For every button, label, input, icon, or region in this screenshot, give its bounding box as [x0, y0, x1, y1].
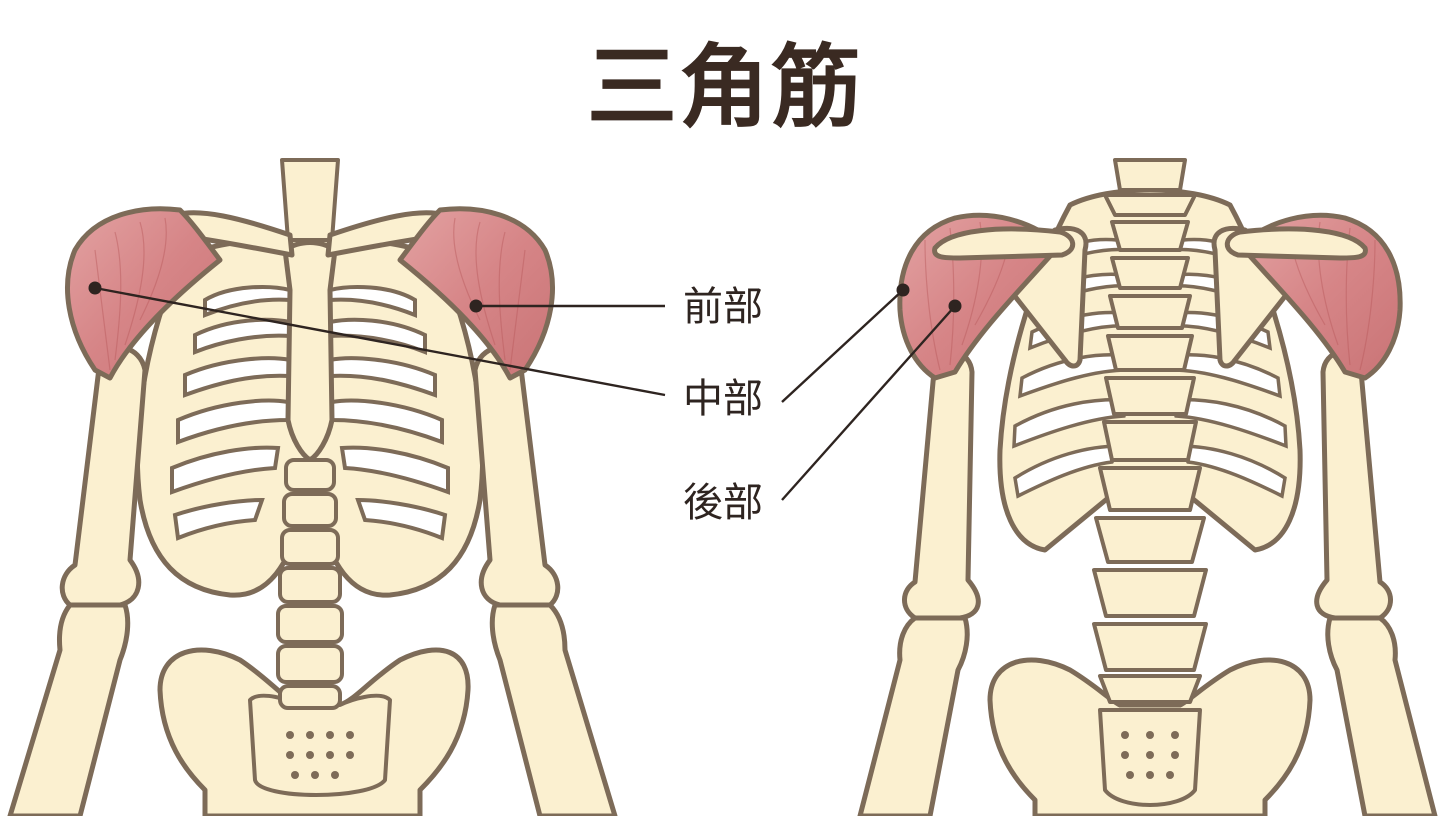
back-humerus-right: [1314, 349, 1393, 621]
front-sternum: [282, 240, 338, 463]
label-posterior: 後部: [683, 299, 962, 526]
front-pelvis: [157, 647, 471, 816]
back-acromion-left: [932, 226, 1076, 261]
front-forearm-left: [7, 602, 131, 816]
diagram-title: 三角筋: [587, 35, 863, 140]
back-acromion-right: [1224, 226, 1368, 261]
posterior-leader-line: [781, 305, 956, 501]
back-skeleton: [857, 158, 1438, 816]
posterior-label: 後部: [683, 480, 763, 526]
back-pelvis: [987, 657, 1313, 816]
middle-leader-line-back: [781, 289, 904, 403]
back-forearm-left: [857, 615, 970, 816]
front-spine: [276, 158, 344, 710]
middle-label: 中部: [683, 376, 763, 422]
sacrum-holes: [286, 731, 354, 779]
front-forearm-right: [489, 602, 618, 816]
front-humerus-left: [59, 345, 148, 608]
back-humerus-left: [902, 349, 981, 621]
middle-leader-line-front: [94, 286, 666, 397]
front-humerus-right: [472, 345, 561, 608]
label-middle: 中部: [88, 281, 910, 422]
back-forearm-right: [1325, 615, 1438, 816]
back-spine: [1092, 158, 1208, 704]
back-sacrum-holes: [1121, 731, 1179, 779]
label-anterior: 前部: [469, 284, 763, 330]
anterior-label: 前部: [683, 284, 763, 330]
front-deltoid-left: [65, 206, 223, 381]
front-skeleton: [7, 158, 618, 816]
